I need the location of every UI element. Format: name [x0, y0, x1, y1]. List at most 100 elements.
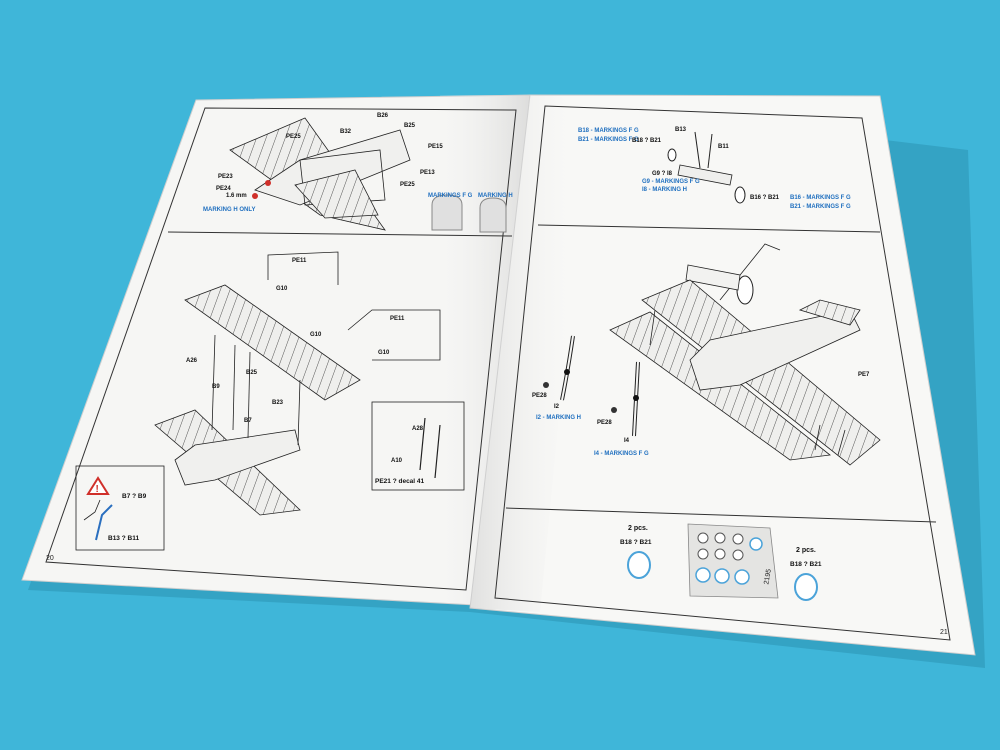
warning-box-frame [75, 465, 165, 551]
mask-circle-9 [714, 568, 730, 584]
label-b32: B32 [340, 129, 352, 135]
label-b16-b21: B16 ? B21 [750, 195, 780, 201]
label-mask-code: 2195 [763, 568, 773, 585]
marking-panel-h [479, 197, 507, 233]
mask-circle-3 [732, 533, 744, 545]
axle-strut-1 [694, 131, 701, 169]
wheel-mask-right [794, 573, 818, 601]
right-page-spine-shade [470, 95, 590, 612]
label-g10-b: G10 [378, 350, 390, 356]
strut-4 [297, 379, 301, 446]
wheel-mask-left [627, 551, 651, 579]
landing-gear-axle [685, 264, 741, 291]
label-pe11: PE11 [292, 258, 307, 264]
mask-circle-5 [714, 548, 726, 560]
left-main-assembly-drawing [154, 251, 465, 516]
label-marking-h-only: MARKING H ONLY [203, 207, 255, 213]
wheel-lower [734, 186, 746, 204]
right-page-divider-top [537, 224, 881, 233]
strut-a28-b [434, 424, 441, 479]
label-b18-b21-left: B18 ? B21 [620, 539, 652, 546]
tail-plane [798, 299, 861, 326]
label-b21-marking2: B21 - MARKINGS F G [790, 204, 851, 210]
label-pcs-left: 2 pcs. [628, 525, 648, 532]
propeller-hub-i2 [564, 369, 570, 375]
strut-1 [211, 334, 216, 431]
axle-fairing [677, 164, 733, 186]
mask-circle-10 [734, 569, 750, 585]
wheel-upper [667, 148, 677, 162]
label-b18-marking: B18 - MARKINGS F G [578, 128, 639, 134]
label-b18-b21-top: B18 ? B21 [632, 138, 662, 144]
label-b18-b21-right: B18 ? B21 [790, 561, 822, 568]
right-page: B18 - MARKINGS F G B21 - MARKINGS F G B1… [469, 94, 976, 656]
mask-circle-8 [695, 567, 711, 583]
label-b16-marking: B16 - MARKINGS F G [790, 195, 851, 201]
label-b26: B26 [377, 113, 389, 119]
label-a28: A28 [412, 426, 424, 432]
right-page-number: 21 [940, 629, 948, 636]
right-top-wheels-drawing [667, 131, 746, 204]
label-pe25-low: PE25 [400, 182, 415, 188]
label-marking-h: MARKING H [478, 193, 513, 199]
strut-a28 [419, 417, 426, 471]
mask-circle-7 [749, 537, 763, 551]
label-pe24: PE24 [216, 186, 231, 192]
propeller-i2-inner [561, 335, 574, 401]
label-a10: A10 [391, 458, 403, 464]
upper-wing [184, 284, 361, 401]
label-pe23: PE23 [218, 174, 233, 180]
label-a26: A26 [186, 358, 198, 364]
label-pe7: PE7 [858, 372, 870, 378]
label-g9-marking: G9 - MARKINGS F G [642, 179, 700, 185]
detail-box-a28 [371, 401, 465, 491]
mask-section [627, 523, 818, 601]
fuselage-top [254, 129, 411, 206]
label-pe25: PE25 [286, 134, 301, 140]
warning-exclamation-icon: ! [96, 484, 99, 495]
main-strut-1 [649, 309, 656, 346]
label-pe13: PE13 [420, 170, 435, 176]
label-b13-b11: B13 ? B11 [108, 535, 139, 542]
label-b25: B25 [246, 370, 258, 376]
label-i4-marking: I4 - MARKINGS F G [594, 451, 649, 457]
label-pcs-right: 2 pcs. [796, 547, 816, 554]
label-pe11-b: PE11 [390, 316, 405, 322]
right-page-divider-bottom [505, 507, 937, 523]
main-strut-2 [814, 424, 821, 451]
label-pe28-right: PE28 [597, 420, 612, 426]
detail-leader-1 [267, 251, 339, 285]
label-g10-wing: G10 [310, 332, 322, 338]
label-b11: B11 [718, 144, 729, 150]
label-dim: 1.6 mm [226, 193, 247, 199]
right-biplane-drawing [543, 243, 881, 466]
label-b7: B7 [244, 418, 252, 424]
red-callout-1 [265, 180, 271, 186]
label-i8-marking: I8 - MARKING H [642, 187, 687, 193]
label-i2-marking: I2 - MARKING H [536, 415, 581, 421]
fuselage [174, 429, 301, 486]
strut-2 [232, 344, 236, 431]
label-g10-a: G10 [276, 286, 288, 292]
label-b7-b9: B7 ? B9 [122, 493, 147, 500]
red-callout-2 [252, 193, 258, 199]
label-b13: B13 [675, 127, 687, 133]
label-b25-top: B25 [404, 123, 416, 129]
label-g9-i8: G9 ? I8 [652, 171, 673, 177]
left-page-number: 20 [46, 555, 54, 562]
label-b21-marking: B21 - MARKINGS F G [578, 137, 639, 143]
label-pe21-decal: PE21 ? decal 41 [375, 478, 425, 485]
left-page-frame [45, 107, 517, 591]
bending-part-drawing-2 [83, 499, 101, 521]
left-page: PE25 B32 B26 B25 PE15 PE13 PE25 PE23 PE2… [21, 94, 531, 606]
warning-detail-box: ! [75, 465, 165, 551]
pe28-disc-right [611, 407, 617, 413]
label-pe28-left: PE28 [532, 393, 547, 399]
label-markings-fg: MARKINGS F G [428, 193, 473, 199]
main-strut-3 [837, 429, 846, 456]
label-b9: B9 [212, 384, 220, 390]
marking-panel-fg [431, 194, 463, 231]
detail-leader-2 [347, 309, 441, 361]
mask-circle-2 [714, 532, 726, 544]
